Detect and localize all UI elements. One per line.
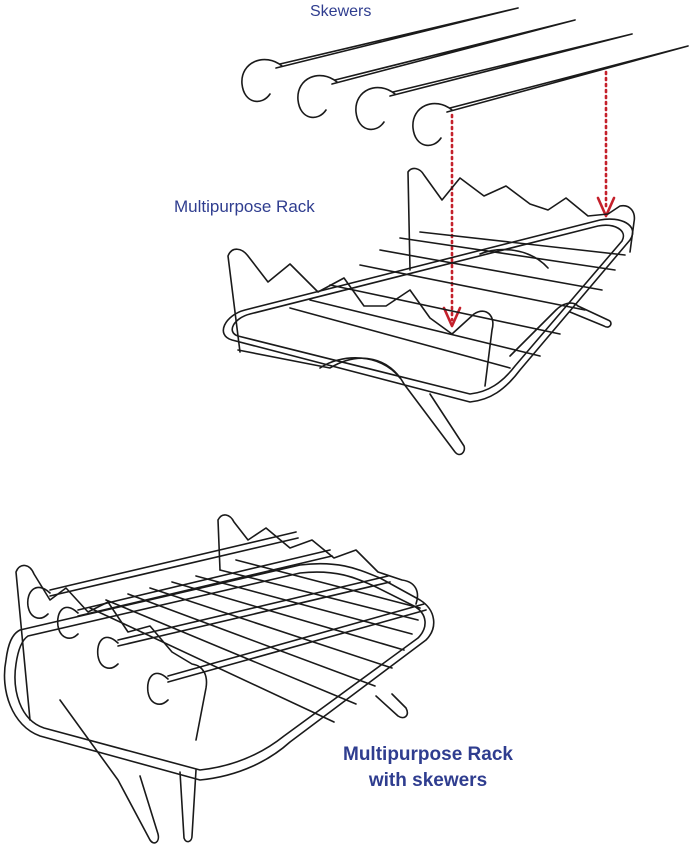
rack-front-holder bbox=[228, 249, 493, 386]
skewer-3 bbox=[356, 34, 632, 129]
rack-bars bbox=[290, 232, 625, 368]
assembled-frame-inner bbox=[15, 572, 425, 770]
assembled-rack-caption: Multipurpose Rack with skewers bbox=[318, 742, 538, 794]
assembled-caption-line-1: Multipurpose Rack bbox=[318, 742, 538, 768]
rack-left-leg bbox=[238, 350, 464, 454]
multipurpose-rack-label: Multipurpose Rack bbox=[174, 197, 315, 217]
skewer-4 bbox=[413, 46, 688, 145]
rack-frame bbox=[223, 219, 632, 402]
skewers-label: Skewers bbox=[310, 3, 371, 21]
rack-frame-inner bbox=[232, 225, 623, 394]
skewer-set-illustration bbox=[242, 8, 688, 145]
rack-right-leg bbox=[510, 303, 611, 356]
assembled-caption-line-2: with skewers bbox=[318, 768, 538, 794]
